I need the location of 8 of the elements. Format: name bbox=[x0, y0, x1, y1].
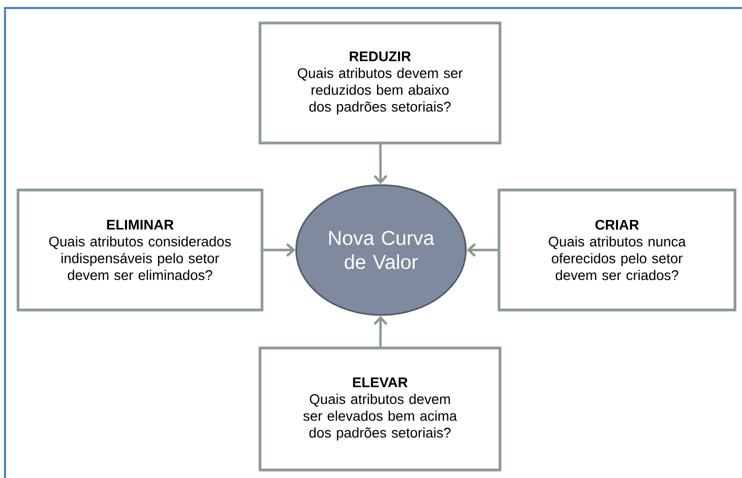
arrow bbox=[374, 144, 388, 184]
arrow bbox=[374, 316, 388, 347]
text-box: ELIMINAR Quais atributos considerados indispensáveis pelo setor devem ser eliminados? bbox=[16, 188, 264, 312]
text-box: REDUZIR Quais atributos devem ser reduzidos bem abaixo dos padrões setoriais? bbox=[258, 22, 502, 144]
text-box: CRIAR Quais atributos nunca oferecidos pelo setor devem ser criados? bbox=[498, 188, 736, 312]
arrow bbox=[263, 243, 296, 257]
text-box: ELEVAR Quais atributos devem ser elevados bem acima dos padrões setoriais? bbox=[258, 346, 502, 472]
arrow bbox=[466, 243, 498, 257]
